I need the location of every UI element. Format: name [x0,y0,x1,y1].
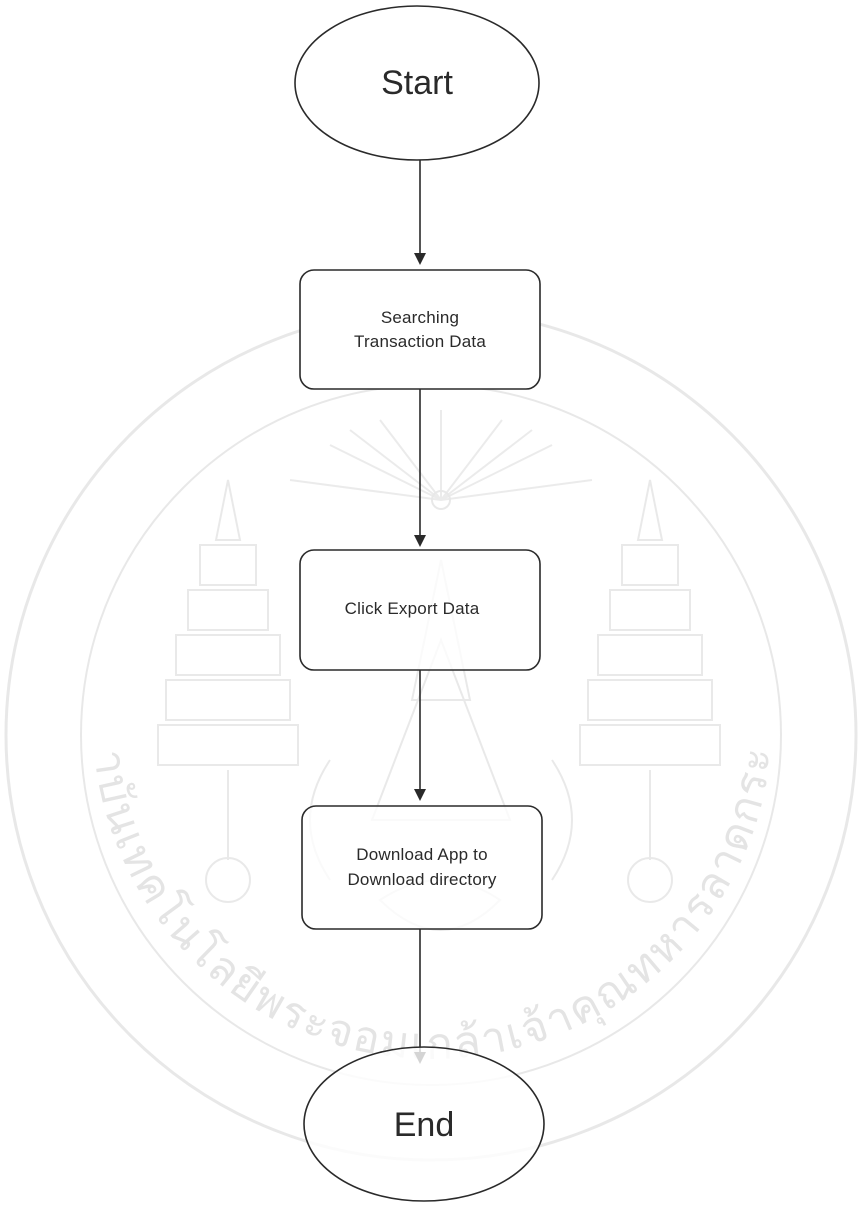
start-label: Start [381,64,453,102]
seal-right-pagoda [579,479,721,903]
end-ellipse [303,1046,545,1202]
end-label: End [394,1106,455,1144]
search-transaction-node: Searching Transaction Data [299,269,541,390]
start-node: Start [294,5,540,161]
end-node: End [303,1046,545,1202]
seal-inner-ring [80,384,782,1086]
export-data-node: Click Export Data [299,549,541,671]
download-app-label-line1: Download App to [356,845,488,864]
search-transaction-label-line2: Transaction Data [354,332,486,351]
seal-sun [431,490,451,510]
search-transaction-label-line1: Searching [381,308,459,327]
download-app-label-line2: Download directory [347,870,496,889]
seal-sun-rays [289,410,593,501]
export-data-label: Click Export Data [345,599,480,618]
download-app-box [301,805,543,930]
export-data-box [299,549,541,671]
seal-left-pagoda [157,479,299,903]
start-ellipse [294,5,540,161]
search-transaction-box [299,269,541,390]
download-app-node: Download App to Download directory [301,805,543,930]
